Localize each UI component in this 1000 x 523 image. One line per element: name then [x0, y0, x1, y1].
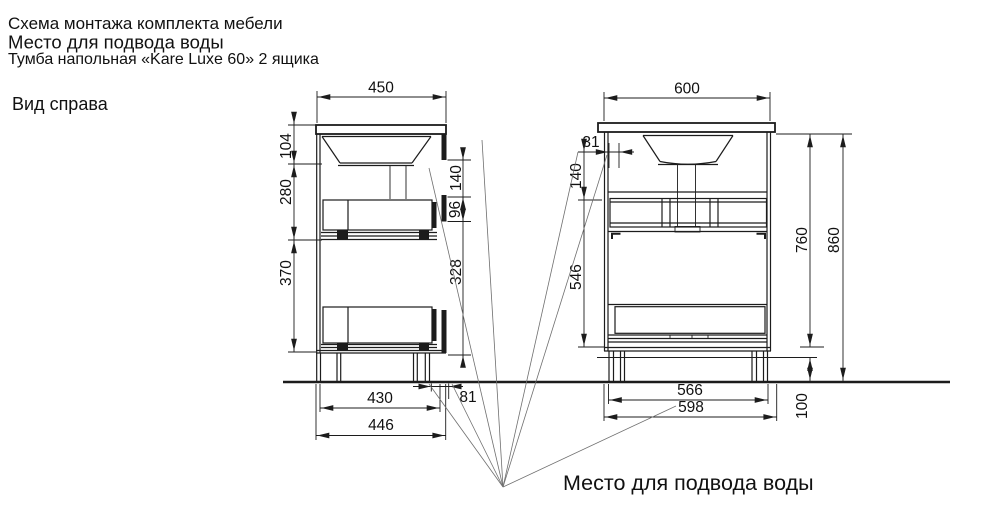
side-view-legs: [316, 353, 431, 382]
header-line-3: Тумба напольная «Kare Luxe 60» 2 ящика: [8, 51, 319, 68]
upper-drawer-side: [321, 199, 437, 241]
dim-label-370: 370: [278, 260, 295, 286]
dim-label-446: 446: [368, 417, 394, 434]
dim-label-430: 430: [367, 390, 393, 407]
dim-label-450: 450: [368, 80, 394, 97]
side-view-drawing: [315, 124, 447, 382]
dim-side-width: 450: [316, 80, 447, 123]
front-view-dimensions: 600 31 140 546: [568, 81, 852, 421]
lower-drawer-side: [321, 306, 437, 350]
dim-label-96: 96: [447, 201, 464, 218]
water-supply-annotation: Место для подвода воды: [563, 471, 814, 495]
dim-side-bottom: 81 430 446: [315, 383, 477, 440]
front-view-drawing: [597, 122, 776, 382]
view-label: Вид справа: [12, 94, 109, 114]
corner-bracket-right: [756, 232, 766, 239]
header-line-1: Схема монтажа комплекта мебели: [8, 14, 283, 33]
side-back-wall-cutouts: [441, 134, 447, 353]
corner-bracket-left: [611, 232, 621, 239]
dim-side-left-chain: 104 280 370: [278, 111, 322, 353]
side-bottom-panel: [316, 349, 446, 354]
front-view-legs: [608, 351, 769, 382]
dim-label-100: 100: [794, 393, 811, 419]
water-supply-leaders: [428, 139, 677, 488]
header-line-2: Место для подвода воды: [8, 32, 224, 53]
dim-label-104: 104: [278, 133, 295, 159]
header: Схема монтажа комплекта мебели Место для…: [8, 14, 319, 114]
lower-band-front: [608, 303, 767, 343]
sink-basin-side: [321, 135, 432, 167]
dim-front-bottom: 566 598: [603, 382, 778, 421]
upper-band-front: [608, 197, 768, 239]
dim-label-760: 760: [794, 227, 811, 253]
dim-label-140-side: 140: [448, 165, 465, 191]
dim-label-280: 280: [278, 179, 295, 205]
dim-label-598: 598: [678, 399, 704, 416]
front-side-walls: [603, 132, 772, 351]
dim-side-right-chain: 140 96 328: [447, 147, 471, 368]
dim-front-left-chain: 140 546: [568, 138, 604, 348]
countertop-side: [315, 124, 447, 135]
side-view-dimensions: 450 104 280 370: [278, 80, 477, 440]
dim-label-81: 81: [459, 389, 476, 406]
dim-label-140-front: 140: [568, 163, 585, 189]
dim-label-31: 31: [582, 134, 599, 151]
front-bottom-panel: [604, 346, 771, 352]
dim-label-328: 328: [448, 259, 465, 285]
dim-label-566: 566: [677, 382, 703, 399]
dim-label-600: 600: [674, 81, 700, 98]
side-front-wall: [316, 134, 321, 353]
dim-label-860: 860: [826, 227, 843, 253]
drain-pipe-side: [389, 165, 407, 199]
countertop-front: [597, 122, 776, 133]
dim-label-546: 546: [568, 264, 585, 290]
sink-basin-front: [642, 134, 734, 166]
dim-front-right: 760 100 860: [597, 133, 852, 419]
dim-front-width: 600: [603, 81, 771, 121]
